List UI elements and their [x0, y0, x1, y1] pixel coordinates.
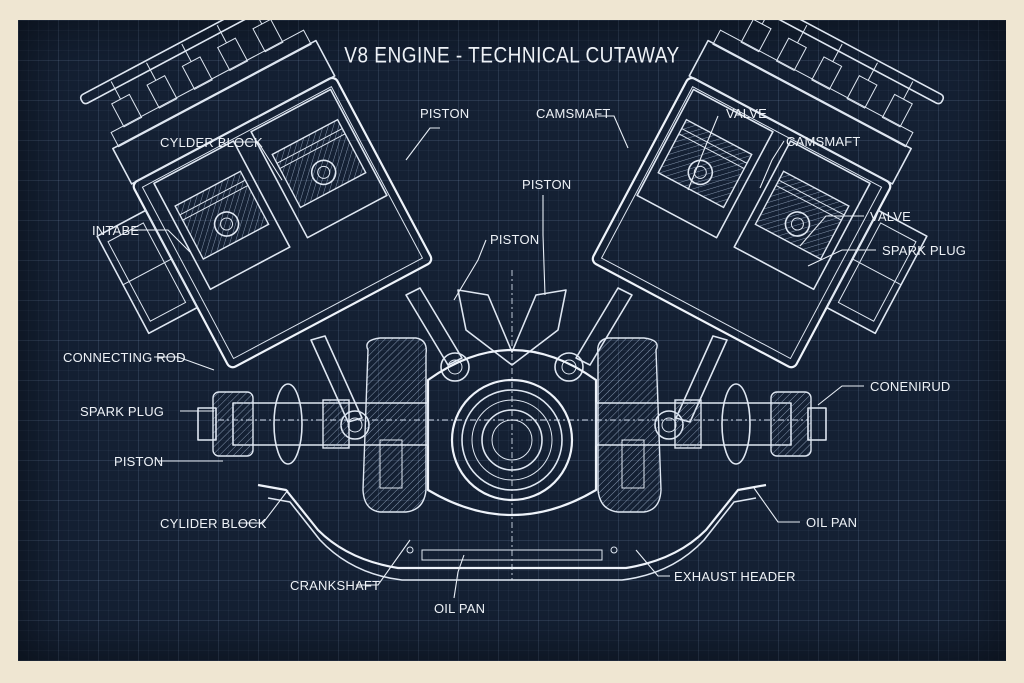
label-camshaft-right: CAMSMAFT: [786, 134, 861, 149]
label-crankshaft: CRANKSHAFT: [290, 578, 380, 593]
callout-labels: CYLDER BLOCK INTABE CONNECTING ROD SPARK…: [63, 106, 966, 616]
crank-webs: [362, 337, 662, 513]
blueprint-frame: V8 ENGINE - TECHNICAL CUTAWAY: [18, 20, 1006, 661]
label-piston-left: PISTON: [114, 454, 163, 469]
label-spark-plug-right: SPARK PLUG: [882, 243, 966, 258]
label-cylinder-block-top: CYLDER BLOCK: [160, 135, 263, 150]
engine-diagram: CYLDER BLOCK INTABE CONNECTING ROD SPARK…: [63, 20, 966, 616]
oil-pan: [257, 483, 767, 581]
label-intake: INTABE: [92, 223, 139, 238]
label-conrod-right: CONENIRUD: [870, 379, 951, 394]
label-oil-pan-right: OIL PAN: [806, 515, 857, 530]
label-piston-center: PISTON: [522, 177, 571, 192]
crankshaft: [197, 383, 827, 465]
label-valve-top: VALVE: [726, 106, 767, 121]
label-cylinder-block-bottom: CYLIDER BLOCK: [160, 516, 267, 531]
engine-valley: [218, 270, 808, 580]
label-spark-plug-left: SPARK PLUG: [80, 404, 164, 419]
left-cylinder-bank: [79, 20, 433, 369]
right-cylinder-bank: [591, 20, 945, 369]
label-piston-top: PISTON: [420, 106, 469, 121]
leader-lines: [130, 115, 876, 599]
label-camshaft-top: CAMSMAFT: [536, 106, 611, 121]
label-exhaust-header: EXHAUST HEADER: [674, 569, 796, 584]
engine-drawing: [79, 20, 945, 581]
label-oil-pan-bottom: OIL PAN: [434, 601, 485, 616]
label-connecting-rod: CONNECTING ROD: [63, 350, 186, 365]
crankshaft-housing: [426, 348, 598, 517]
diagram-title: V8 ENGINE - TECHNICAL CUTAWAY: [344, 44, 680, 69]
label-valve-right: VALVE: [870, 209, 911, 224]
label-piston-mid: PISTON: [490, 232, 539, 247]
